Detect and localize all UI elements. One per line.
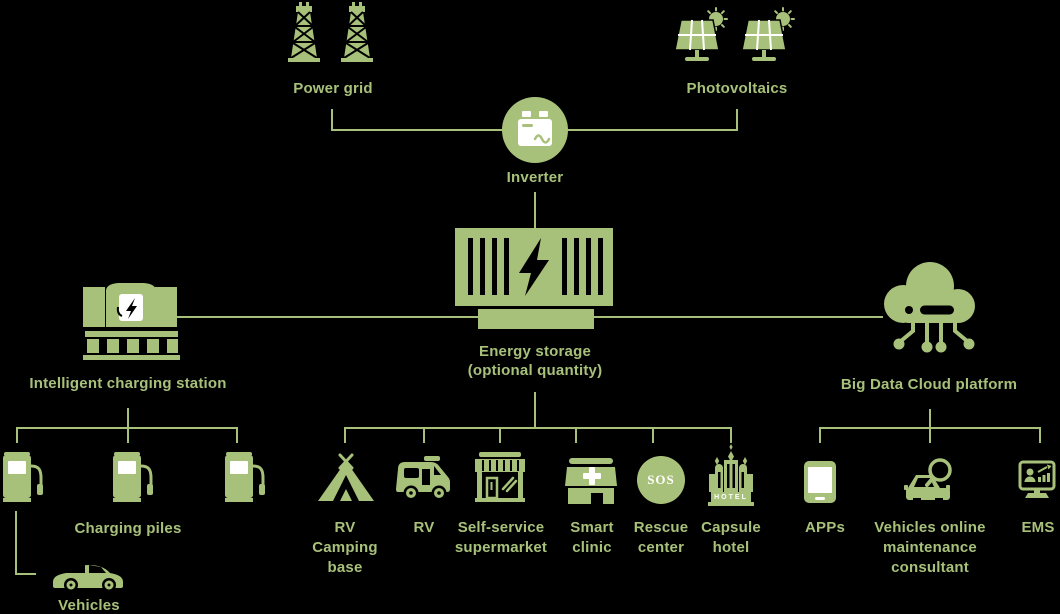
connector-drop-rescue [652,427,654,443]
clinic-label-2: clinic [572,539,612,556]
maintenance-label-2: maintenance [883,539,977,556]
power-grid-label: Power grid [293,80,373,97]
connector-drop-apps [819,427,821,443]
connector-drop-clinic [575,427,577,443]
car-side-icon [53,565,123,592]
connector-drop-pile2 [127,427,129,443]
connector-drop-rvcamp [344,427,346,443]
connector-drop-pile1 [16,427,18,443]
transmission-towers-icon [287,1,374,63]
vehicles-label: Vehicles [58,597,120,614]
connector-photovoltaics-drop [736,109,738,130]
rv-camping-label-3: base [327,559,363,576]
storefront-awning-icon [475,452,525,502]
apps-label: APPs [805,519,845,536]
connector-inverter-storage [534,192,536,229]
connector-storage-tree-stub [534,392,536,428]
hotel-building-icon [708,444,754,506]
maintenance-label-1: Vehicles online [874,519,986,536]
connector-powergrid-drop [331,109,333,130]
charging-station-building-icon [83,283,180,360]
tent-icon [318,453,374,501]
rescue-label-1: Rescue [633,519,689,536]
clinic-cross-icon [565,458,617,504]
cloud-platform-label: Big Data Cloud platform [840,376,1018,393]
connector-drop-maintenance [929,427,931,443]
clinic-label-1: Smart [570,519,614,536]
charging-pile-icon [225,452,265,504]
battery-inverter-icon [502,97,568,163]
rv-camping-label-2: Camping [312,539,378,556]
camper-van-icon [396,456,450,501]
sos-circle-icon [637,456,685,504]
connector-drop-rv [423,427,425,443]
connector-cloud-tree-stub [929,409,931,428]
hotel-label-1: Capsule [701,519,761,536]
supermarket-label-1: Self-service [457,519,545,536]
energy-storage-sublabel: (optional quantity) [467,362,603,379]
photovoltaics-label: Photovoltaics [686,80,788,97]
battery-cabinet-lightning-icon [455,228,613,329]
charging-piles-label: Charging piles [74,520,182,537]
charging-station-label: Intelligent charging station [29,375,227,392]
connector-drop-supermarket [499,427,501,443]
charging-pile-icon [113,452,153,504]
hotel-icon-text: HOTEL [714,493,748,501]
connector-drop-pile3 [236,427,238,443]
rescue-label-2: center [637,539,685,556]
ems-label: EMS [1021,519,1055,536]
rv-camping-label-1: RV [334,519,356,536]
charging-pile-icon [3,452,43,504]
connector-center-tree [344,427,732,429]
connector-pile-vehicle-horizontal [15,573,36,575]
connector-station-tree-stub [127,408,129,428]
sos-icon-text: SOS [647,472,675,487]
connector-pile-vehicle-vertical [15,511,17,575]
supermarket-label-2: supermarket [454,539,548,556]
rv-label: RV [413,519,435,536]
maintenance-label-3: consultant [891,559,969,576]
tablet-icon [804,461,836,503]
monitor-analytics-icon [1018,460,1056,498]
car-magnifier-icon [904,458,952,501]
cloud-circuit-icon [884,262,975,353]
inverter-label: Inverter [506,169,564,186]
hotel-label-2: hotel [712,539,750,556]
connector-drop-ems [1039,427,1041,443]
energy-storage-label: Energy storage [478,343,592,360]
connector-drop-hotel [730,427,732,443]
solar-panels-icon [674,7,795,62]
